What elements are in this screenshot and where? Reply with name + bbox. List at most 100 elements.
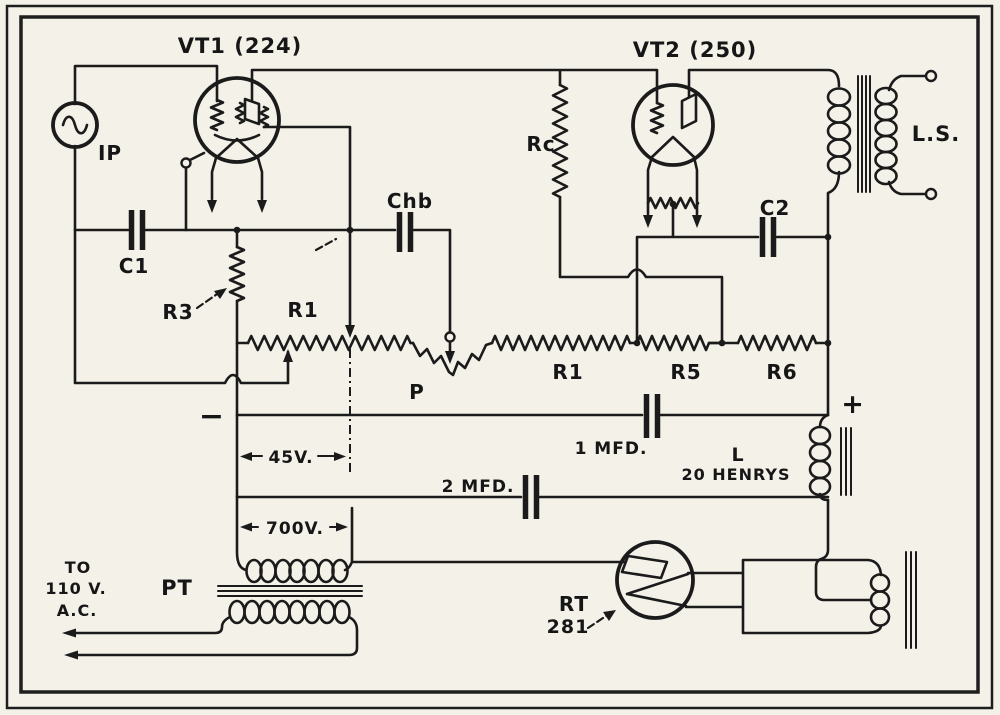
wire-choke-to-centertap bbox=[814, 498, 873, 602]
r3-pointer-line bbox=[195, 290, 222, 310]
output-transformer bbox=[826, 69, 938, 201]
wire-vt1-cathode bbox=[184, 151, 206, 232]
vt1-cathode-terminal bbox=[180, 157, 192, 169]
label-vt1: VT1 (224) bbox=[178, 34, 303, 58]
vt1-envelope bbox=[193, 76, 281, 164]
label-minus: − bbox=[199, 399, 225, 434]
label-2mfd: 2 MFD. bbox=[442, 477, 515, 497]
label-700v: 700V. bbox=[266, 519, 324, 539]
speaker-terminal-bottom bbox=[924, 187, 938, 201]
label-ip: IP bbox=[98, 141, 122, 165]
r1-wiper-arrow-top bbox=[345, 325, 355, 338]
source-circle bbox=[51, 101, 99, 149]
resistor-r1-right bbox=[490, 334, 632, 352]
dim-700v-arrow-left bbox=[240, 522, 252, 532]
wire-vt2-plate-to-output bbox=[687, 68, 841, 99]
capacitor-c2 bbox=[759, 217, 777, 257]
signal-source-ip bbox=[51, 101, 99, 149]
wires bbox=[70, 64, 883, 657]
resistor-r3 bbox=[228, 245, 246, 303]
r1-wiper-arrow-bottom bbox=[283, 349, 293, 362]
p-wiper-arrow bbox=[445, 351, 455, 364]
label-r6: R6 bbox=[766, 360, 797, 384]
capacitor-chb bbox=[396, 212, 414, 252]
label-c2: C2 bbox=[760, 196, 791, 220]
ac-arrow-top bbox=[62, 628, 76, 638]
label-choke-value: 20 HENRYS bbox=[681, 465, 790, 484]
label-vt2: VT2 (250) bbox=[633, 38, 758, 62]
label-r1-left: R1 bbox=[287, 298, 318, 322]
wire-ip-to-vt1-grid bbox=[73, 64, 219, 106]
label-p: P bbox=[409, 380, 425, 404]
tube-vt2 bbox=[631, 83, 715, 216]
arrowheads bbox=[62, 200, 702, 660]
filter-choke bbox=[808, 425, 852, 497]
vt2-heater-arrow-right bbox=[692, 215, 702, 228]
junctions bbox=[233, 200, 832, 347]
dim-700v-arrow-right bbox=[336, 522, 348, 532]
sine-icon bbox=[61, 115, 89, 135]
capacitors bbox=[128, 210, 777, 519]
label-ac-110v: 110 V. bbox=[45, 579, 106, 598]
label-ls: L.S. bbox=[912, 122, 960, 146]
rt-pointer-arrow bbox=[603, 610, 616, 621]
rt-plate bbox=[620, 554, 669, 580]
wire-hv-to-rt-plate bbox=[343, 506, 627, 572]
vt2-heater-arrow-left bbox=[643, 215, 653, 228]
labels: VT1 (224) VT2 (250) IP C1 R3 R1 Chb P Rc… bbox=[45, 34, 960, 638]
output-transformer-core bbox=[857, 75, 871, 193]
capacitor-2mfd bbox=[522, 475, 540, 519]
wire-vt1-plate-rail bbox=[250, 68, 659, 105]
choke-core bbox=[840, 427, 852, 496]
frame bbox=[5, 4, 994, 710]
filament-winding bbox=[869, 551, 917, 649]
ac-arrow-bottom bbox=[64, 650, 78, 660]
label-45v: 45V. bbox=[268, 448, 313, 468]
label-pt: PT bbox=[161, 576, 193, 600]
vt1-grid bbox=[209, 98, 225, 132]
label-ac-to: TO bbox=[65, 558, 92, 577]
label-plus: + bbox=[841, 389, 865, 420]
tube-vt1 bbox=[180, 76, 281, 201]
wire-rt-filament bbox=[684, 558, 883, 635]
vt2-plate bbox=[680, 92, 698, 130]
wire-bplus-rail bbox=[826, 170, 841, 417]
label-ac-ac: A.C. bbox=[57, 601, 98, 620]
rt-pointer-line bbox=[586, 612, 611, 630]
vt2-grid bbox=[649, 101, 665, 135]
pt-core bbox=[217, 585, 363, 597]
label-rt: RT bbox=[559, 592, 589, 616]
vt1-heater-arrow-right bbox=[257, 200, 267, 213]
rt-envelope bbox=[615, 540, 695, 620]
power-transformer bbox=[217, 558, 363, 625]
vt1-screen-left bbox=[234, 101, 246, 125]
wire-ac-line2 bbox=[72, 615, 359, 657]
speaker-leads bbox=[887, 74, 928, 196]
wire-vt2-cathode-c2 bbox=[635, 202, 830, 345]
dim-45v-arrow-left bbox=[240, 452, 252, 461]
label-choke-l: L bbox=[731, 444, 744, 466]
resistor-r6 bbox=[736, 334, 818, 352]
capacitor-c1 bbox=[128, 210, 146, 250]
resistor-r5 bbox=[635, 334, 724, 352]
wire-vt1-screen-to-r1 bbox=[262, 125, 352, 328]
vt2-heater bbox=[646, 135, 699, 216]
junction-pointer-dash bbox=[314, 237, 338, 252]
r3-pointer-arrow bbox=[214, 288, 227, 299]
label-c1: C1 bbox=[119, 254, 150, 278]
p-wiper-terminal bbox=[444, 331, 456, 343]
capacitor-1mfd bbox=[643, 394, 661, 438]
vt1-plate bbox=[243, 97, 261, 126]
wire-left-vertical bbox=[235, 228, 248, 572]
label-chb: Chb bbox=[387, 189, 433, 213]
label-1mfd: 1 MFD. bbox=[575, 439, 648, 459]
vt1-heater bbox=[210, 137, 264, 201]
label-r3: R3 bbox=[162, 300, 193, 324]
label-rc: Rc bbox=[526, 132, 555, 156]
vt1-screen-right bbox=[258, 105, 270, 129]
filament-core bbox=[905, 551, 917, 649]
vt2-envelope bbox=[631, 83, 715, 167]
label-rt-281: 281 bbox=[547, 616, 590, 638]
